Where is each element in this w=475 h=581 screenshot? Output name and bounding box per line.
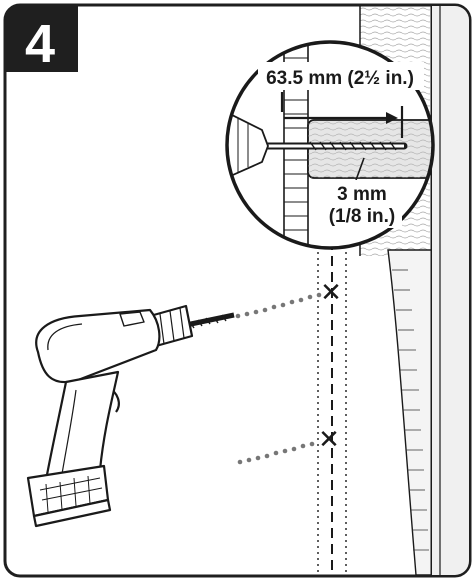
drill-trajectory-dots — [235, 292, 322, 465]
drill-mark-lower: ✕ — [318, 424, 340, 454]
bit-size-metric: 3 mm — [337, 184, 387, 205]
bit-size-imperial: (1/8 in.) — [329, 206, 396, 227]
drill-depth-label: 63.5 mm (2½ in.) — [266, 68, 414, 89]
cordless-drill-icon — [26, 304, 235, 528]
magnified-callout: 63.5 mm (2½ in.) 3 mm (1/8 in.) — [225, 40, 435, 250]
step-badge: 4 — [5, 5, 78, 74]
drill-mark-upper: ✕ — [320, 277, 342, 307]
step-number: 4 — [25, 14, 55, 74]
